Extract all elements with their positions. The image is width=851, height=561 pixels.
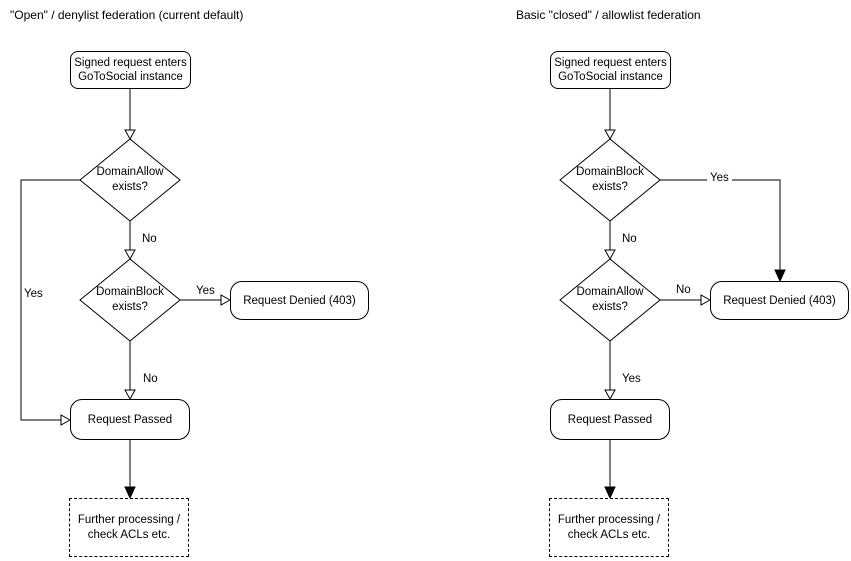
- further-processing-node-left: Further processing / check ACLs etc.: [69, 498, 189, 557]
- edge-decision1-yes-to-passed-left: [20, 179, 80, 421]
- request-passed-node-left: Request Passed: [70, 399, 190, 440]
- edge-label-no-decision1-left: No: [142, 233, 157, 245]
- arrowhead-open-icon: [220, 294, 232, 306]
- request-denied-node-right: Request Denied (403): [710, 281, 849, 320]
- entry-node-left: Signed request enters GoToSocial instanc…: [70, 51, 191, 89]
- arrowhead-open-icon: [604, 129, 616, 141]
- edge-label-yes-decision2-left: Yes: [196, 285, 215, 297]
- edge-label-yes-decision2-right: Yes: [622, 373, 641, 385]
- arrowhead-open-icon: [124, 249, 136, 261]
- decision-domainblock-label-left: DomainBlock exists?: [96, 286, 164, 313]
- chart-title-closed-allowlist: Basic "closed" / allowlist federation: [516, 8, 701, 22]
- chart-title-open-denylist: "Open" / denylist federation (current de…: [10, 8, 244, 22]
- request-passed-node-right: Request Passed: [550, 399, 670, 440]
- edge-label-yes-decision1-right: Yes: [707, 172, 732, 185]
- decision-domainblock-label-right: DomainBlock exists?: [576, 166, 644, 193]
- arrowhead-open-icon: [700, 294, 712, 306]
- arrowhead-filled-icon: [604, 486, 616, 500]
- entry-node-right: Signed request enters GoToSocial instanc…: [550, 51, 671, 89]
- edge-label-no-decision1-right: No: [622, 233, 637, 245]
- arrowhead-open-icon: [604, 249, 616, 261]
- decision-domainallow-label-left: DomainAllow exists?: [96, 166, 164, 193]
- further-processing-node-right: Further processing / check ACLs etc.: [549, 498, 669, 557]
- request-denied-node-left: Request Denied (403): [230, 281, 369, 320]
- edge-label-yes-decision1-left: Yes: [24, 288, 43, 300]
- arrowhead-open-icon: [124, 129, 136, 141]
- arrowhead-filled-icon: [774, 269, 786, 283]
- edge-label-no-decision2-left: No: [143, 373, 158, 385]
- arrowhead-filled-icon: [124, 486, 136, 500]
- decision-domainallow-label-right: DomainAllow exists?: [576, 286, 644, 313]
- edge-label-no-decision2-right: No: [676, 284, 691, 296]
- edge-decision1-yes-to-denied-right: [660, 179, 781, 270]
- arrowhead-open-icon: [604, 389, 616, 401]
- arrowhead-open-icon: [124, 389, 136, 401]
- arrowhead-open-icon: [60, 414, 72, 426]
